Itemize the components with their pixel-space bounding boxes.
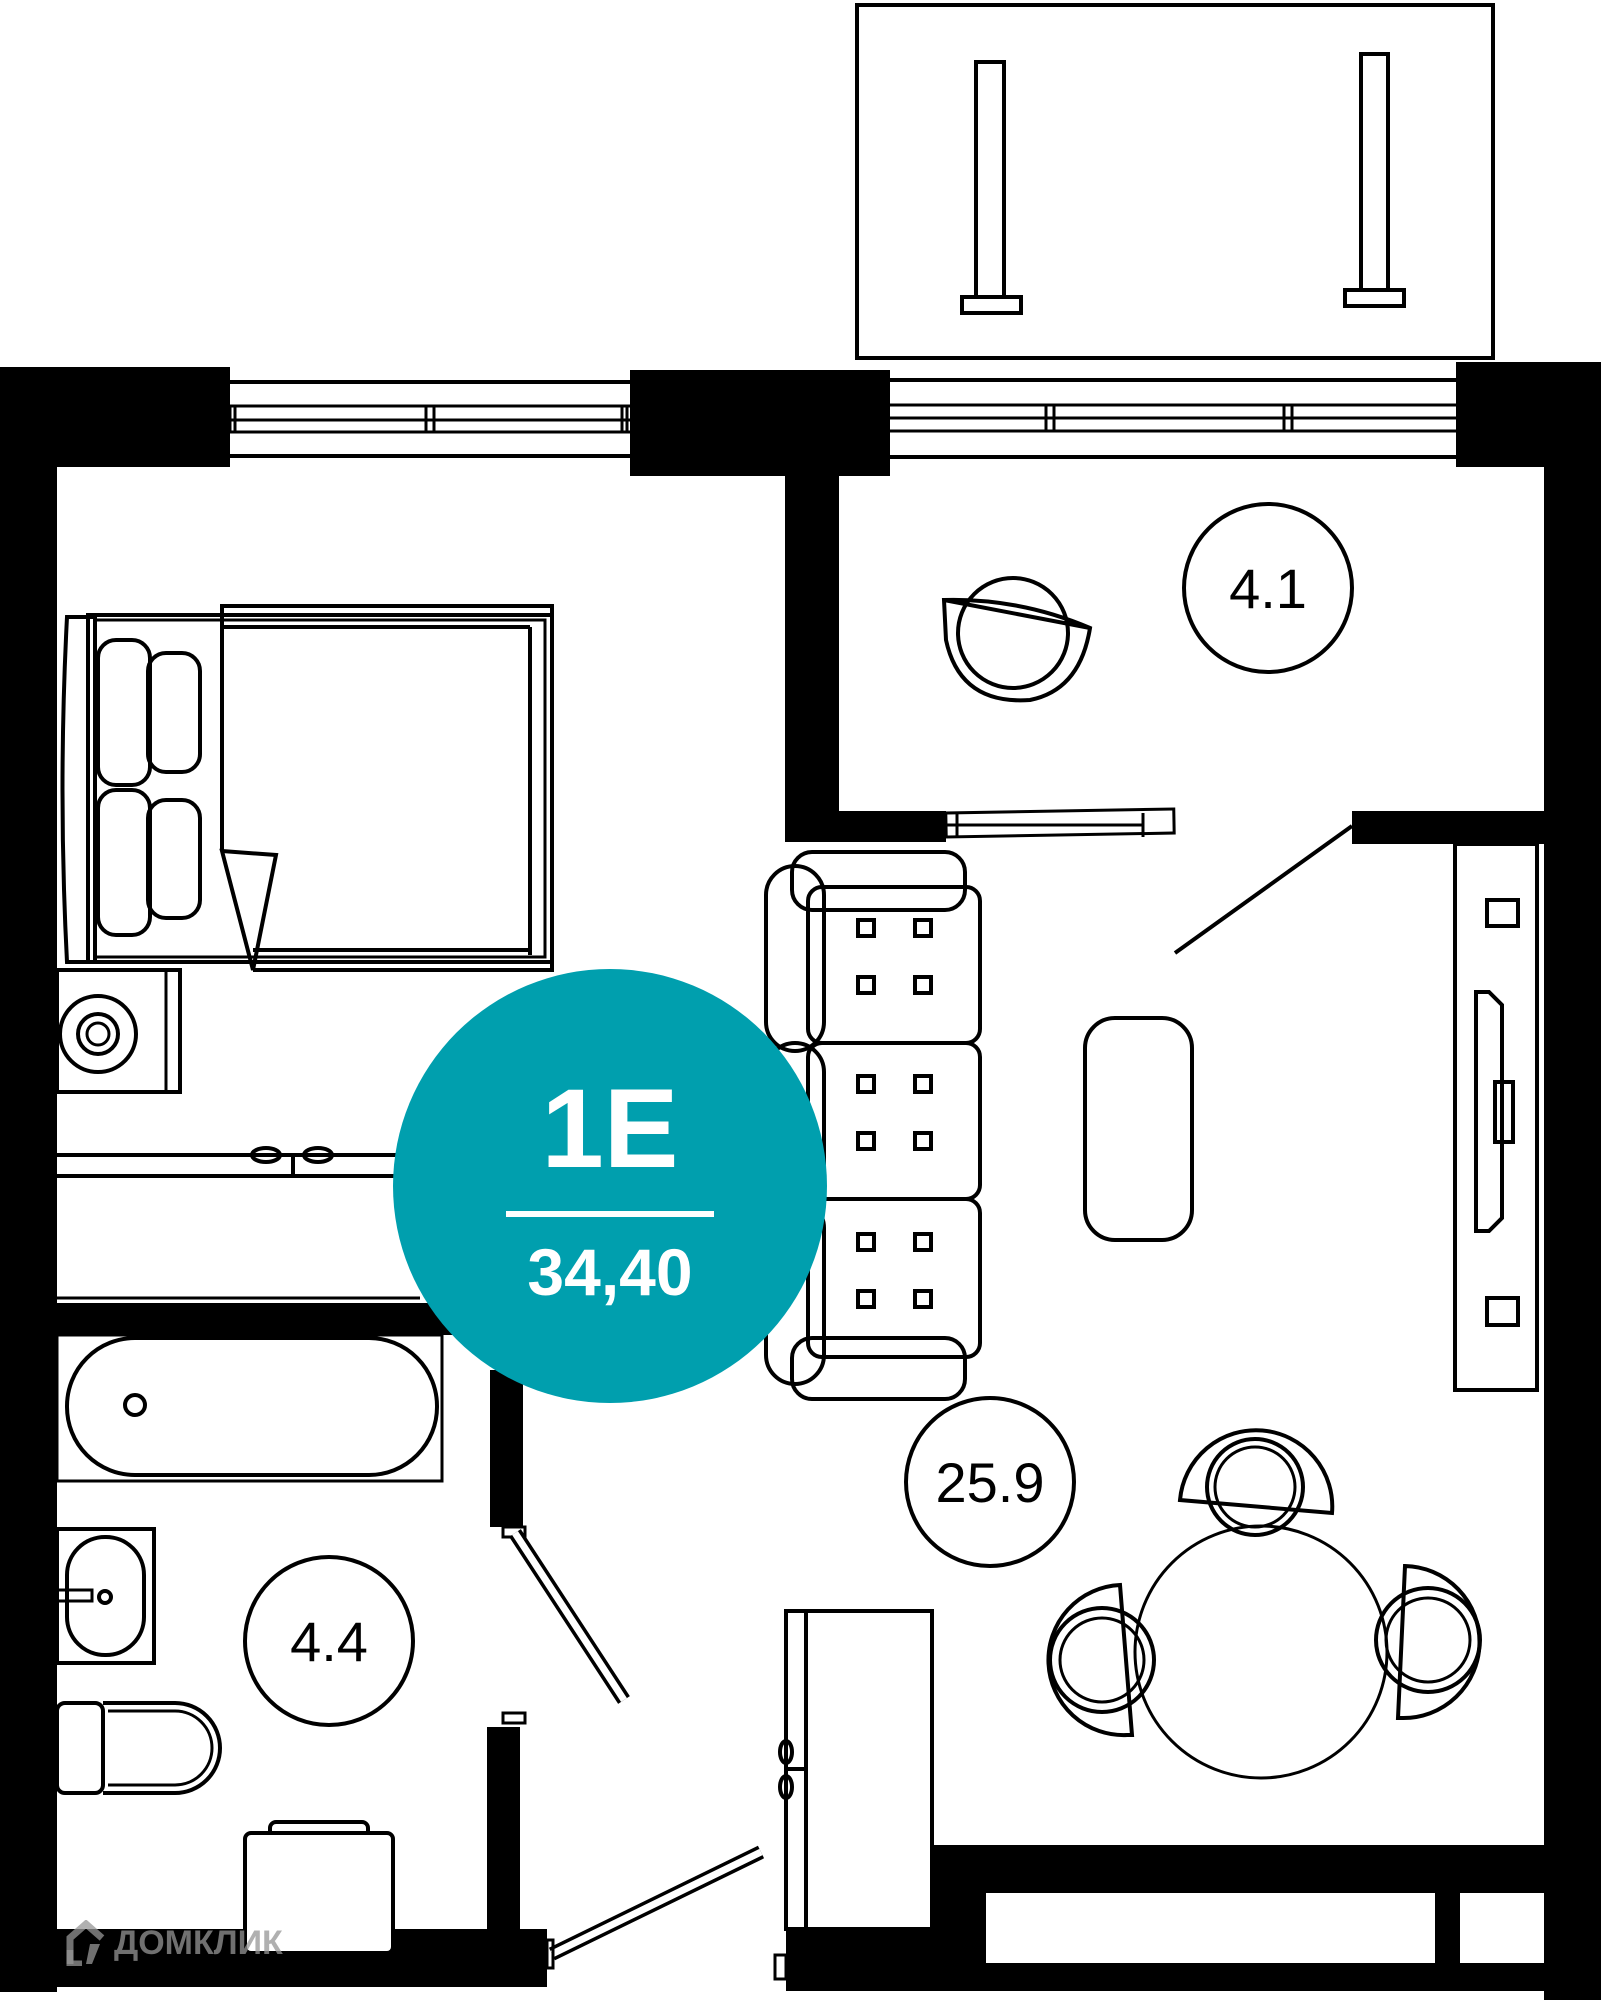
tv-console: [1453, 842, 1539, 1392]
door-entrance[interactable]: [545, 1845, 788, 1981]
walls: [0, 362, 1601, 2000]
area-value: 25.9: [935, 1450, 1045, 1514]
apartment-total-area: 34,40: [527, 1235, 693, 1309]
badge-divider: [506, 1211, 714, 1217]
dining-chair-top: [1177, 1428, 1335, 1537]
apartment-badge: 1E 34,40: [393, 969, 827, 1403]
door-swing-line: [1173, 824, 1354, 955]
window-living: [889, 378, 1456, 459]
area-label-living-room: 25.9: [904, 1396, 1076, 1568]
area-label-loggia: 4.1: [1182, 502, 1354, 674]
watermark-text: ДОМКЛИК: [114, 1923, 283, 1962]
bed: [60, 604, 554, 972]
door-bathroom[interactable]: [501, 1525, 630, 1725]
dining-chair-right: [1374, 1563, 1482, 1721]
dining-table: [1133, 1524, 1389, 1780]
window-bedroom: [228, 380, 630, 458]
toilet: [55, 1701, 222, 1795]
door-loggia[interactable]: [944, 807, 1176, 839]
apartment-code: 1E: [541, 1066, 679, 1191]
nightstand: [55, 968, 182, 1094]
area-value: 4.1: [1229, 556, 1307, 620]
balcony: [855, 3, 1495, 360]
dining-chair-left: [1046, 1582, 1156, 1738]
wardrobe-bedroom: [57, 1146, 420, 1300]
bathtub: [55, 1333, 444, 1483]
area-value: 4.4: [290, 1609, 368, 1673]
coffee-table: [1083, 1016, 1194, 1242]
armchair-loggia: [941, 576, 1093, 703]
house-logo-icon: [66, 1920, 105, 1966]
wardrobe-hallway: [778, 1609, 934, 1931]
watermark: ДОМКЛИК: [66, 1920, 283, 1966]
washbasin: [55, 1527, 156, 1665]
area-label-bathroom: 4.4: [243, 1555, 415, 1727]
washing-machine: [243, 1820, 395, 1955]
